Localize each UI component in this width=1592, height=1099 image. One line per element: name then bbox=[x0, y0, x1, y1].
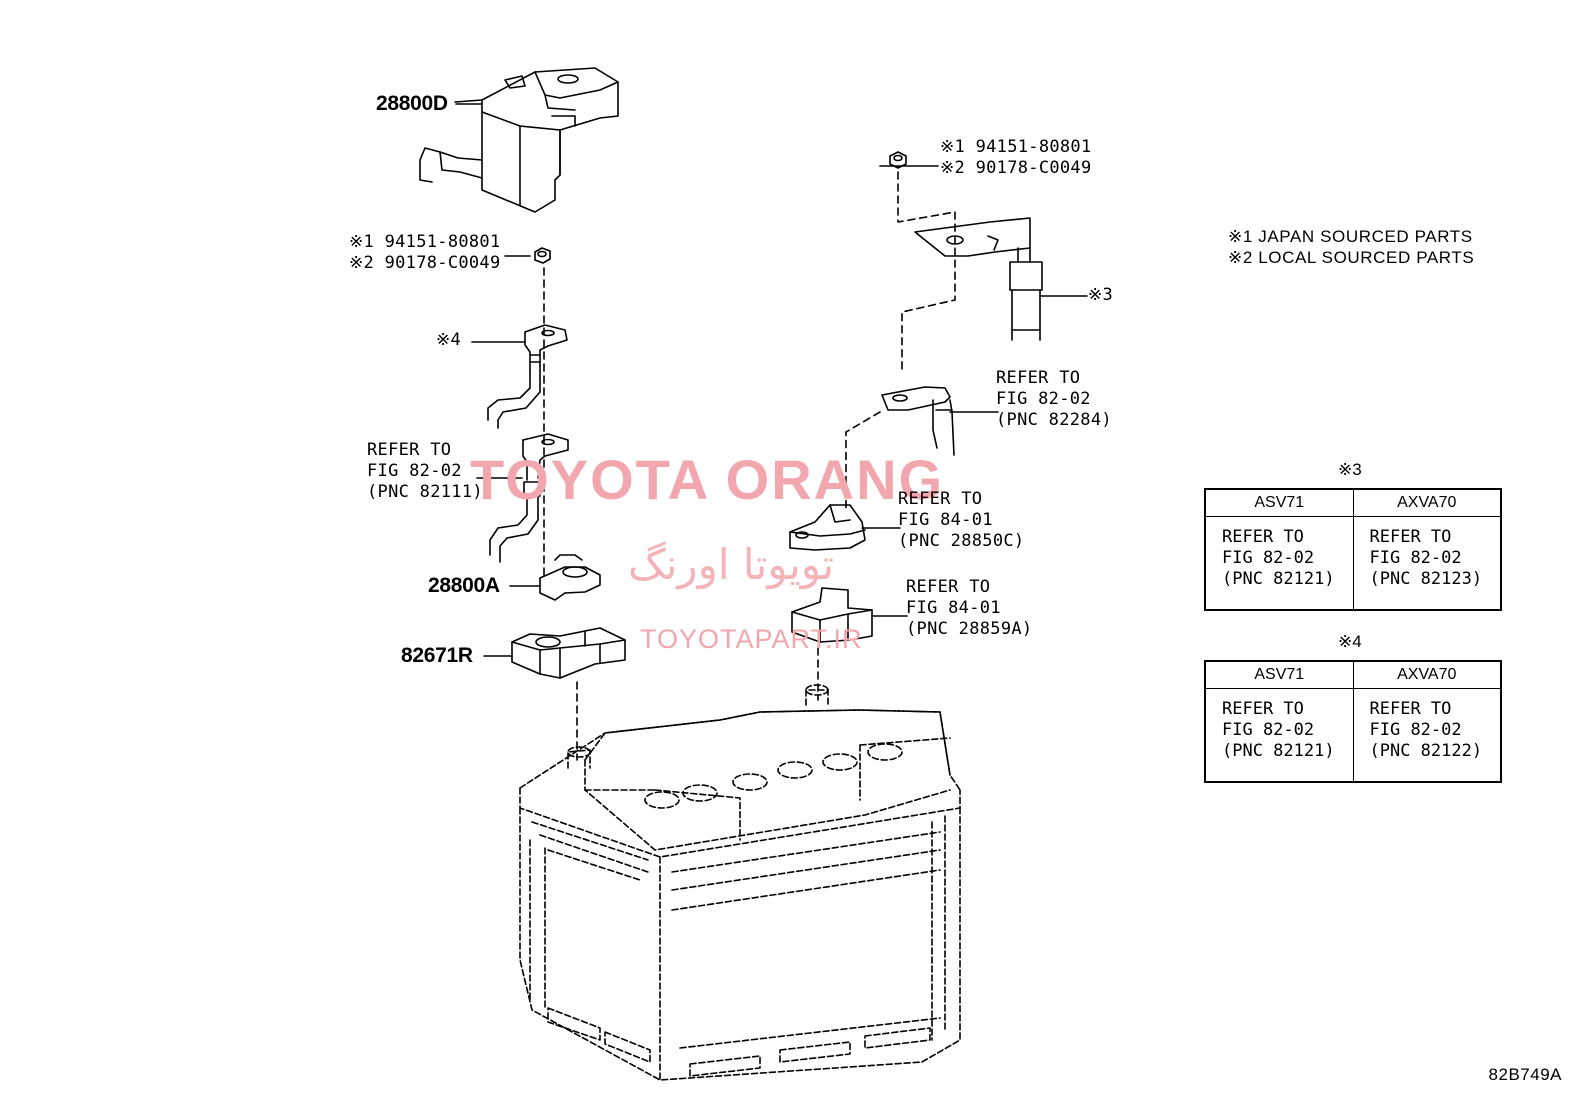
part-number-clamp[interactable]: 28800A bbox=[428, 574, 500, 597]
holder-drawing bbox=[511, 627, 626, 679]
table-4-axva70-line1: REFER TO bbox=[1369, 699, 1452, 719]
table-3: ASV71 AXVA70 REFER TO FIG 82-02 (PNC 821… bbox=[1204, 488, 1502, 611]
clamp-drawing bbox=[539, 554, 601, 601]
table-4-asv71-line3: (PNC 82121) bbox=[1222, 741, 1335, 761]
ref-28859a-line3: (PNC 28859A) bbox=[906, 619, 1033, 639]
legend-japan-sourced: ※1 JAPAN SOURCED PARTS bbox=[1228, 227, 1473, 246]
left-cable-2-drawing bbox=[489, 433, 569, 563]
right-nut-part-1[interactable]: ※1 94151-80801 bbox=[940, 137, 1092, 157]
table-4-cell-axva70[interactable]: REFER TO FIG 82-02 (PNC 82122) bbox=[1352, 688, 1502, 782]
mark-note-3: ※3 bbox=[1088, 285, 1114, 305]
table-3-title: ※3 bbox=[1338, 460, 1362, 479]
right-nut-part-2[interactable]: ※2 90178-C0049 bbox=[940, 158, 1092, 178]
table-3-axva70-line2: FIG 82-02 bbox=[1369, 548, 1462, 568]
left-nut-part-2[interactable]: ※2 90178-C0049 bbox=[349, 253, 501, 273]
table-3-cell-asv71[interactable]: REFER TO FIG 82-02 (PNC 82121) bbox=[1204, 516, 1354, 610]
ref-82284-line3: (PNC 82284) bbox=[996, 410, 1112, 430]
right-nut-drawing bbox=[889, 151, 907, 169]
ref-82111-line2: FIG 82-02 bbox=[367, 461, 462, 481]
mark-note-4: ※4 bbox=[436, 330, 462, 350]
table-4-header-axva70: AXVA70 bbox=[1352, 660, 1502, 689]
ref-28850c-line1: REFER TO bbox=[898, 489, 983, 509]
ref-28859a-line1: REFER TO bbox=[906, 577, 991, 597]
part-number-holder[interactable]: 82671R bbox=[401, 644, 473, 667]
table-3-header-asv71: ASV71 bbox=[1204, 488, 1354, 517]
table-3-asv71-line2: FIG 82-02 bbox=[1222, 548, 1315, 568]
left-nut-part-1[interactable]: ※1 94151-80801 bbox=[349, 232, 501, 252]
table-4-cell-asv71[interactable]: REFER TO FIG 82-02 (PNC 82121) bbox=[1204, 688, 1354, 782]
table-4-axva70-line3: (PNC 82122) bbox=[1369, 741, 1483, 761]
table-4-asv71-line2: FIG 82-02 bbox=[1222, 720, 1315, 740]
legend-local-sourced: ※2 LOCAL SOURCED PARTS bbox=[1228, 248, 1475, 267]
right-cable-drawing bbox=[881, 386, 955, 456]
sensor-bracket-drawing bbox=[791, 587, 873, 643]
table-3-header-axva70: AXVA70 bbox=[1352, 488, 1502, 517]
ref-82111-line3: (PNC 82111) bbox=[367, 482, 483, 502]
ref-82284-line2: FIG 82-02 bbox=[996, 389, 1091, 409]
table-3-axva70-line1: REFER TO bbox=[1369, 527, 1452, 547]
current-sensor-drawing bbox=[789, 504, 866, 551]
table-4-asv71-line1: REFER TO bbox=[1222, 699, 1304, 719]
left-nut-drawing bbox=[534, 247, 551, 264]
right-lower-dashed bbox=[845, 411, 881, 513]
ground-bracket-drawing bbox=[914, 217, 1043, 341]
table-4-axva70-line2: FIG 82-02 bbox=[1369, 720, 1462, 740]
ref-28850c-line2: FIG 84-01 bbox=[898, 510, 993, 530]
table-4-header-asv71: ASV71 bbox=[1204, 660, 1354, 689]
ref-82284-line1: REFER TO bbox=[996, 368, 1081, 388]
terminal-cover-drawing bbox=[419, 67, 619, 213]
ref-28850c-line3: (PNC 28850C) bbox=[898, 531, 1025, 551]
right-axis-dashed bbox=[897, 171, 956, 371]
table-4-title: ※4 bbox=[1338, 632, 1362, 651]
battery-drawing bbox=[519, 684, 961, 1081]
left-cable-drawing bbox=[487, 324, 568, 429]
part-number-cover[interactable]: 28800D bbox=[376, 92, 448, 115]
ref-28859a-line2: FIG 84-01 bbox=[906, 598, 1001, 618]
table-3-cell-axva70[interactable]: REFER TO FIG 82-02 (PNC 82123) bbox=[1352, 516, 1502, 610]
table-4: ASV71 AXVA70 REFER TO FIG 82-02 (PNC 821… bbox=[1204, 660, 1502, 783]
figure-code: 82B749A bbox=[1488, 1065, 1562, 1084]
table-3-asv71-line3: (PNC 82121) bbox=[1222, 569, 1335, 589]
table-3-asv71-line1: REFER TO bbox=[1222, 527, 1304, 547]
ref-82111-line1: REFER TO bbox=[367, 440, 452, 460]
table-3-axva70-line3: (PNC 82123) bbox=[1369, 569, 1483, 589]
